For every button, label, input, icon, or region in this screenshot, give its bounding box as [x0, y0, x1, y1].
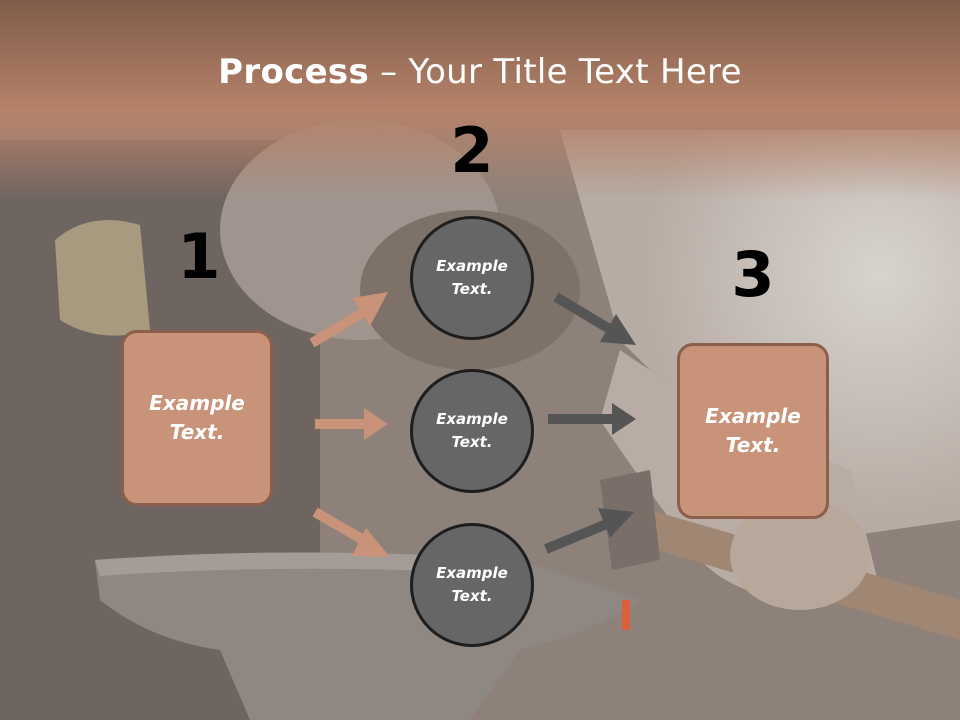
step-2-bottom-label: Example Text. [436, 564, 508, 605]
arrow-bottom-to-step3 [544, 508, 634, 554]
arrow-step1-to-top [309, 292, 388, 348]
title-rest: – Your Title Text Here [369, 52, 742, 92]
step-3-number: 3 [731, 238, 775, 311]
slide-title: Process – Your Title Text Here [0, 52, 960, 92]
step-1-box: Example Text. [121, 330, 273, 506]
arrow-step1-to-bottom [312, 507, 390, 557]
step-2-circle-top: Example Text. [410, 216, 534, 340]
step-1-number: 1 [177, 220, 221, 293]
title-bold: Process [218, 52, 370, 92]
step-1-label: Example Text. [149, 391, 245, 444]
step-2-top-label: Example Text. [436, 257, 508, 298]
step-2-middle-label: Example Text. [436, 410, 508, 451]
step-2-number: 2 [450, 114, 494, 187]
arrow-top-to-step3 [553, 292, 636, 345]
step-2-circle-middle: Example Text. [410, 369, 534, 493]
arrow-middle-to-step3 [548, 403, 636, 435]
arrow-step1-to-middle [315, 408, 388, 440]
step-3-box: Example Text. [677, 343, 829, 519]
step-2-circle-bottom: Example Text. [410, 523, 534, 647]
step-3-label: Example Text. [705, 404, 801, 457]
